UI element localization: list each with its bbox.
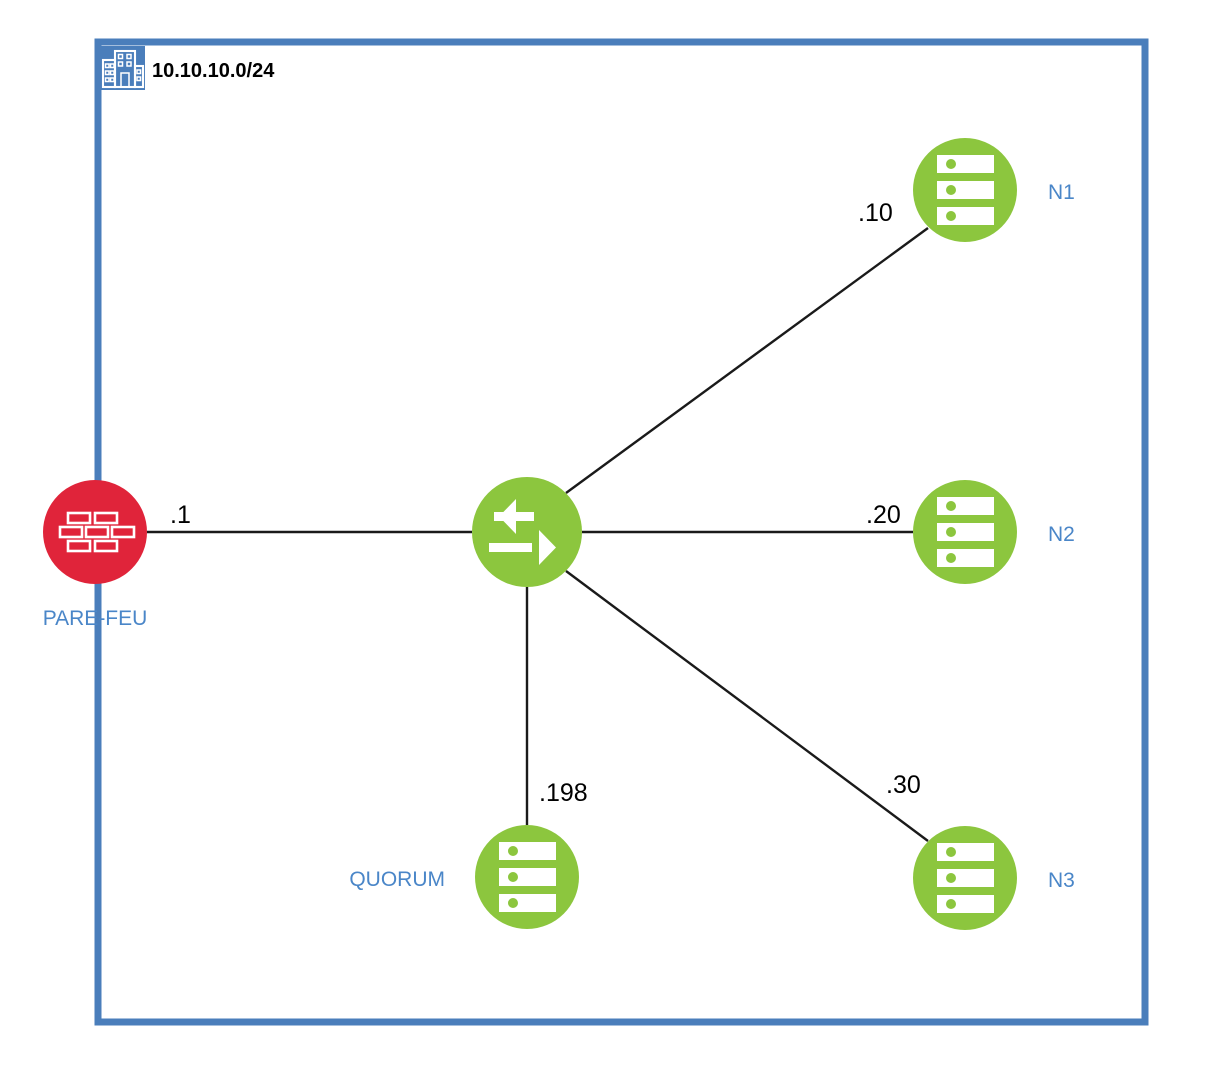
edge-labels-layer: .1 .10 .20 .30 .198	[170, 199, 921, 807]
node-switch[interactable]	[472, 477, 582, 587]
edge-label-switch-n1: .10	[858, 199, 893, 227]
server-icon	[937, 497, 994, 567]
firewall-brick-icon	[58, 511, 136, 553]
edge-label-switch-n2: .20	[866, 501, 901, 529]
node-label-n3: N3	[1048, 869, 1075, 892]
switch-circle[interactable]	[472, 477, 582, 587]
server-icon	[937, 155, 994, 225]
node-n1[interactable]: N1	[913, 138, 1075, 242]
link-switch-n3[interactable]	[565, 570, 929, 842]
node-n3[interactable]: N3	[913, 826, 1075, 930]
subnet-header: 10.10.10.0/24	[99, 46, 275, 90]
node-firewall[interactable]: PARE-FEU	[43, 480, 148, 630]
server-icon	[937, 843, 994, 913]
node-label-quorum: QUORUM	[349, 868, 445, 891]
link-switch-n1[interactable]	[565, 227, 929, 494]
links-layer	[147, 227, 929, 842]
firewall-circle[interactable]	[43, 480, 147, 584]
node-n2[interactable]: N2	[913, 480, 1075, 584]
node-label-n2: N2	[1048, 523, 1075, 546]
node-quorum[interactable]: QUORUM	[349, 825, 579, 929]
subnet-title: 10.10.10.0/24	[152, 60, 275, 82]
edge-label-switch-quorum: .198	[539, 779, 588, 807]
building-icon	[101, 49, 145, 89]
edge-label-switch-n3: .30	[886, 771, 921, 799]
edge-label-firewall-switch: .1	[170, 501, 191, 529]
server-icon	[499, 842, 556, 912]
node-label-n1: N1	[1048, 181, 1075, 204]
node-label-firewall: PARE-FEU	[43, 607, 148, 630]
switch-arrows-icon	[489, 499, 556, 565]
